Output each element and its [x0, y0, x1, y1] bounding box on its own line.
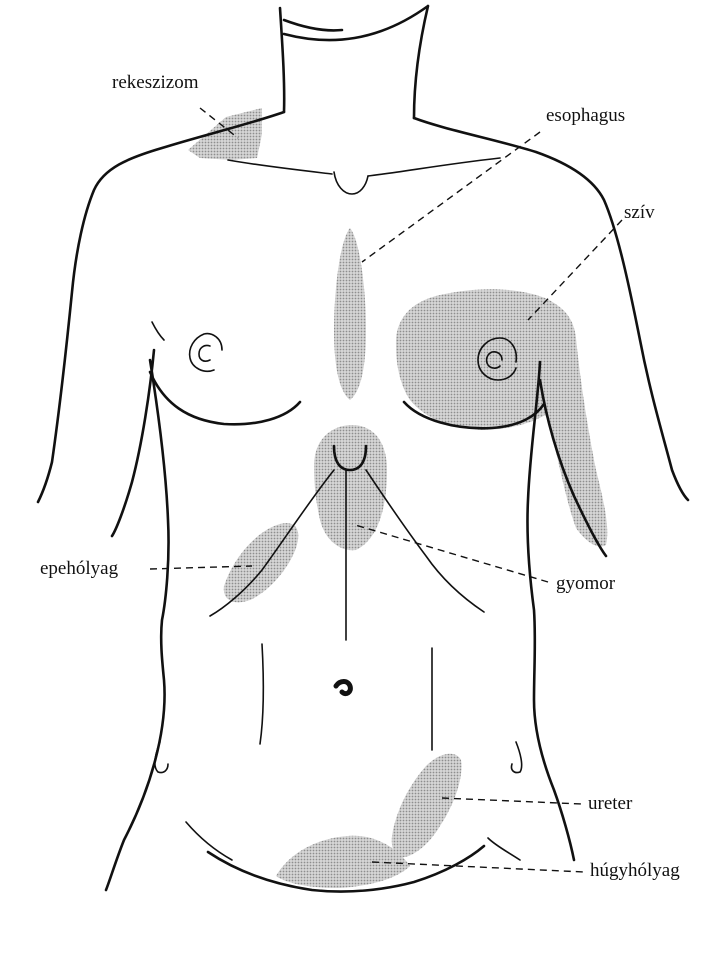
right-groin — [488, 838, 520, 860]
label-rekeszizom: rekeszizom — [112, 72, 199, 93]
leader-ureter — [442, 798, 582, 804]
left-pectoral — [150, 372, 300, 424]
zone-gyomor — [314, 425, 387, 550]
zone-ureter — [392, 754, 462, 858]
sternal-notch — [334, 172, 368, 194]
left-nipple-inner — [199, 345, 210, 361]
label-ureter: ureter — [588, 793, 633, 814]
neck — [280, 6, 428, 118]
label-esophagus: esophagus — [546, 105, 625, 126]
clavicles — [228, 158, 500, 176]
navel — [336, 682, 350, 694]
label-epeholyag: epehólyag — [40, 558, 119, 579]
left-inner-arm — [112, 350, 154, 536]
pain-zones — [188, 108, 607, 888]
left-nipple-outer — [190, 334, 222, 372]
right-hip-mark — [511, 742, 521, 773]
zone-esophagus — [334, 228, 366, 400]
leader-gyomor — [352, 524, 548, 582]
left-groin — [186, 822, 232, 860]
label-sziv: szív — [624, 202, 655, 223]
leader-esophagus — [362, 132, 540, 262]
left-abdominal-line — [260, 644, 263, 744]
zone-hugyholyag — [276, 836, 410, 888]
left-torso-side — [106, 360, 169, 890]
zone-rekeszizom — [188, 108, 262, 160]
label-gyomor: gyomor — [556, 573, 616, 594]
left-chest-fold — [152, 322, 164, 340]
label-hugyholyag: húgyhólyag — [590, 860, 680, 881]
